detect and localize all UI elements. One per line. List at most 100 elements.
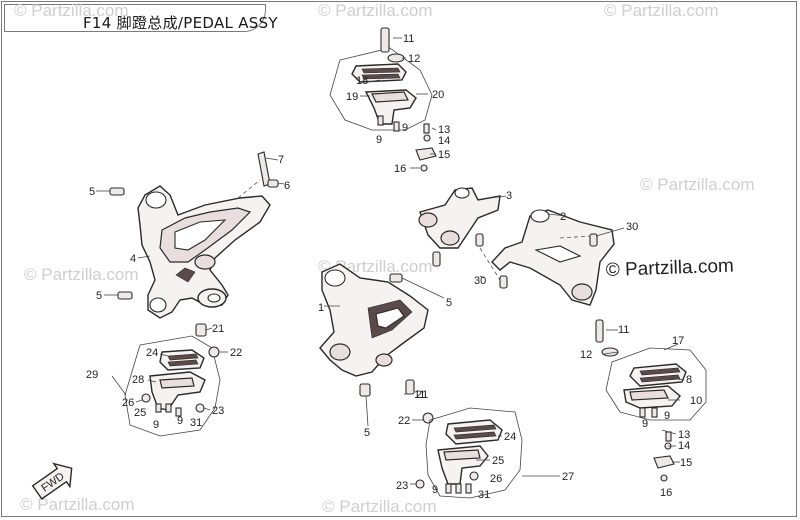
bottom-footpeg-body: [437, 445, 489, 485]
pin-9: [639, 407, 646, 418]
bolt-5-bottom: [359, 383, 371, 397]
callout-27: 27: [562, 471, 574, 483]
callout-22: 22: [398, 415, 410, 427]
plate-15: [415, 147, 437, 161]
pin-9: [393, 121, 400, 132]
callout-30: 30: [626, 221, 638, 233]
callout-2: 2: [560, 211, 566, 223]
callout-4: 4: [130, 253, 136, 265]
bolt-30: [432, 251, 441, 267]
callout-26: 26: [122, 397, 134, 409]
pin-13: [665, 431, 672, 442]
pin-9: [165, 403, 172, 413]
bracket-3: [418, 187, 501, 249]
clip-16: [420, 164, 428, 172]
callout-21: 21: [212, 323, 224, 335]
pin-9: [465, 483, 472, 494]
callout-14: 14: [438, 135, 450, 147]
diagram-title: F14 脚蹬总成/PEDAL ASSY: [83, 14, 278, 32]
callout-9: 9: [177, 415, 183, 427]
callout-29: 29: [86, 369, 98, 381]
right-rubber-footpeg: [629, 363, 687, 387]
clip-26: [469, 471, 479, 481]
top-rubber-footpeg: [351, 63, 407, 83]
bolt-21-center: [405, 379, 415, 395]
callout-5: 5: [364, 427, 370, 439]
callout-11: 11: [618, 324, 629, 336]
callout-19: 19: [346, 91, 358, 103]
callout-13: 13: [678, 429, 690, 441]
callout-26: 26: [490, 473, 502, 485]
callout-8: 8: [686, 374, 692, 386]
callout-22: 22: [230, 347, 242, 359]
washer-12-top: [387, 53, 405, 63]
callout-9: 9: [642, 418, 648, 430]
callout-28: 28: [132, 374, 144, 386]
pin-9: [455, 483, 462, 494]
watermark: © Partzilla.com: [20, 495, 135, 514]
leader-lines: [111, 37, 685, 485]
callout-5: 5: [96, 290, 102, 302]
clip-16: [660, 474, 668, 482]
callout-16: 16: [660, 487, 672, 499]
bottom-rubber-footpeg: [445, 419, 503, 445]
left-footpeg-body: [149, 371, 206, 411]
left-rubber-footpeg: [159, 349, 205, 371]
callout-25: 25: [492, 455, 504, 467]
clip-23: [195, 403, 205, 413]
title-box: F14 脚蹬总成/PEDAL ASSY: [4, 4, 278, 32]
group-27-outline: [425, 407, 523, 499]
callout-11: 11: [414, 389, 425, 401]
callout-6: 6: [284, 180, 290, 192]
pin-9: [155, 403, 162, 413]
callout-1: 1: [318, 302, 324, 314]
washer-22-center: [422, 412, 434, 424]
callout-31: 31: [478, 489, 490, 501]
callout-5: 5: [89, 186, 95, 198]
callout-31: 31: [190, 417, 202, 429]
callout-9: 9: [432, 484, 438, 496]
watermark: © Partzilla.com: [322, 497, 437, 516]
callout-23: 23: [396, 480, 408, 492]
callout-12: 12: [408, 53, 420, 65]
top-footpeg-body: [364, 89, 417, 125]
callout-24: 24: [504, 431, 516, 443]
group-20-outline: [329, 47, 433, 131]
group-17-outline: [605, 347, 707, 421]
callout-24: 24: [146, 347, 158, 359]
callout-7: 7: [278, 154, 284, 166]
callout-17: 17: [672, 335, 684, 347]
watermark: © Partzilla.com: [604, 1, 719, 20]
main-watermark: © Partzilla.com: [605, 256, 734, 281]
callout-14: 14: [678, 440, 690, 452]
bolt-30: [499, 275, 508, 289]
callout-12: 12: [580, 349, 592, 361]
group-29-outline: [124, 335, 221, 437]
bolt-21: [195, 323, 207, 337]
pin-13: [423, 123, 430, 134]
bolt-5-upper: [96, 187, 125, 196]
callout-11: 11: [403, 33, 414, 45]
watermark: © Partzilla.com: [640, 175, 755, 194]
bolt: [475, 233, 484, 247]
callout-21: 21: [416, 389, 428, 401]
bolt-30: [589, 233, 598, 247]
pin-9: [175, 407, 182, 417]
callout-5: 5: [446, 297, 452, 309]
pin-9: [445, 483, 452, 494]
callout-9: 9: [664, 410, 670, 422]
callout-18: 18: [356, 75, 368, 87]
watermark: © Partzilla.com: [318, 1, 433, 20]
bracket-1: [319, 263, 429, 377]
callout-10: 10: [690, 395, 702, 407]
pin-6: [267, 179, 285, 188]
callout-3: 3: [506, 190, 512, 202]
bolt-11-top: [380, 27, 390, 53]
callout-30: 30: [474, 275, 486, 287]
clip-14: [423, 134, 431, 142]
callout-23: 23: [212, 405, 224, 417]
callout-13: 13: [438, 124, 450, 136]
